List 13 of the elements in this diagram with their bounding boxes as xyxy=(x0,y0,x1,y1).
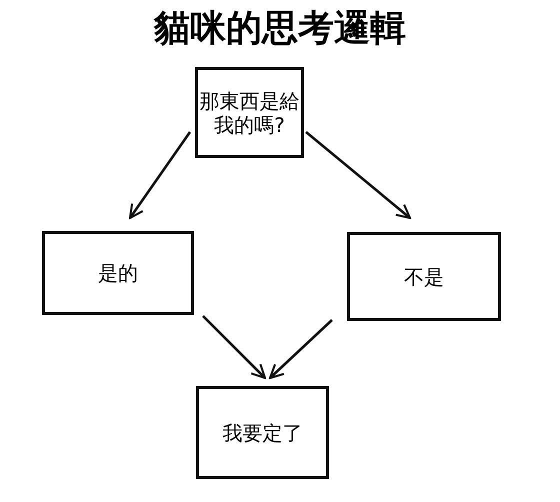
process-box xyxy=(42,231,194,315)
arrow xyxy=(305,131,412,220)
process-box xyxy=(195,67,304,158)
box-label: 我要定了 xyxy=(222,420,302,444)
process-box xyxy=(196,386,329,479)
box-label: 那東西是給我的嗎? xyxy=(200,88,300,136)
title: 貓咪的思考邏輯 xyxy=(154,7,406,51)
process-box xyxy=(347,232,501,321)
arrow xyxy=(268,319,333,380)
arrow xyxy=(128,131,192,220)
box-label: 不是 xyxy=(404,264,444,288)
arrow xyxy=(202,315,266,380)
box-label: 是的 xyxy=(98,261,138,285)
